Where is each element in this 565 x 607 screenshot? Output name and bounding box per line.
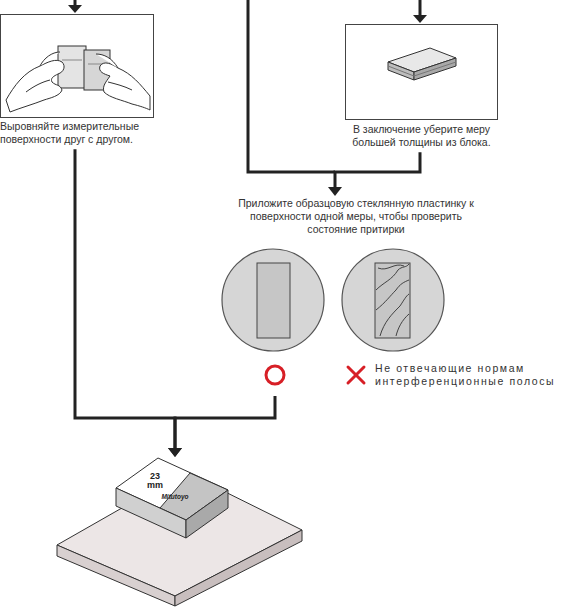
gauge-block-figure: [388, 48, 456, 80]
step-caption: Приложите образцовую стеклянную пластинк…: [238, 197, 474, 236]
size-marking: 23 mm: [144, 472, 166, 490]
step-caption: В заключение уберите меру большей толщин…: [345, 123, 498, 149]
flow-connector: [328, 152, 420, 196]
good-fringe-circle: [222, 249, 324, 351]
step-caption: Выровняйте измерительные поверхности дру…: [0, 120, 155, 146]
step-panel: Выровняйте измерительные поверхности дру…: [0, 14, 155, 146]
picture-frame: [1, 15, 154, 118]
gauge-block-stack: [116, 458, 228, 538]
reject-note: Не отвечающие нормам интерференционные п…: [375, 362, 559, 388]
gauge-block: 23 mm Mitutoyo: [116, 458, 228, 520]
step-panel: Приложите образцовую стеклянную пластинк…: [238, 197, 474, 236]
picture-frame: [346, 25, 498, 120]
flow-connector: [168, 396, 275, 457]
bad-fringe-circle: [342, 249, 444, 351]
step-panel: В заключение уберите меру большей толщин…: [345, 24, 498, 149]
hands-illustration: [6, 46, 150, 112]
surface-plate: [57, 472, 302, 606]
brand-marking: Mitutoyo: [150, 494, 200, 501]
reject-symbol: [348, 367, 364, 383]
ok-symbol: [266, 366, 284, 384]
flow-connector: [75, 149, 182, 457]
